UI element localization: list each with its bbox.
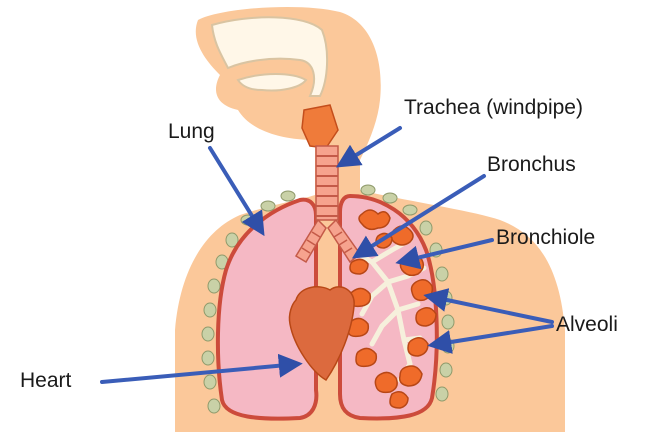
label-heart: Heart <box>20 370 71 391</box>
trachea <box>316 146 338 220</box>
label-alveoli: Alveoli <box>556 314 618 335</box>
trachea-rings <box>316 156 338 216</box>
label-bronchus: Bronchus <box>487 154 576 175</box>
label-trachea: Trachea (windpipe) <box>404 97 583 118</box>
label-bronchiole: Bronchiole <box>496 227 595 248</box>
label-lung: Lung <box>168 121 215 142</box>
